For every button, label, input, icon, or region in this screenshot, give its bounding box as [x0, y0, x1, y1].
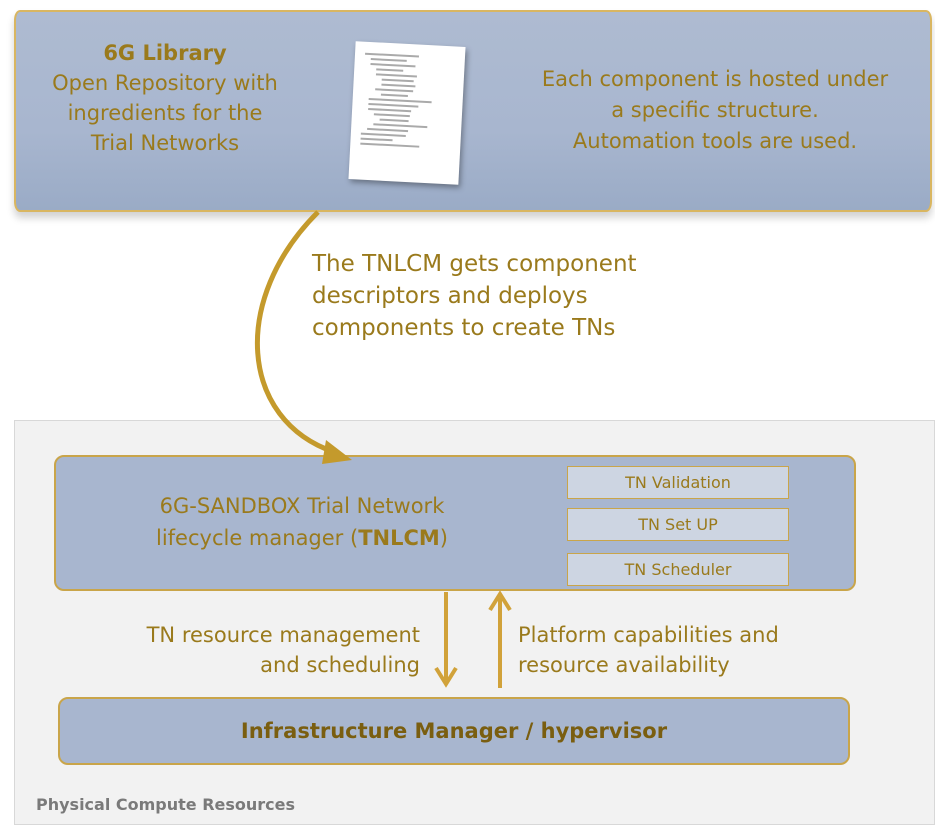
infrastructure-manager-box: Infrastructure Manager / hypervisor [58, 697, 850, 765]
tn-scheduler-module: TN Scheduler [567, 553, 789, 586]
caption-line: descriptors and deploys [312, 283, 588, 309]
library-title: 6G Library [103, 41, 227, 65]
library-subtitle-line: ingredients for the [67, 101, 263, 125]
tnlcm-caption: The TNLCM gets component descriptors and… [312, 248, 772, 344]
tn-validation-module: TN Validation [567, 466, 789, 499]
flow-label-line: Platform capabilities and [518, 623, 779, 647]
library-subtitle-line: Trial Networks [90, 131, 240, 155]
physical-compute-label: Physical Compute Resources [36, 795, 296, 814]
library-subtitle-line: Open Repository with [52, 71, 278, 95]
tn-setup-module: TN Set UP [567, 508, 789, 541]
library-banner [14, 10, 932, 212]
flow-label-line: TN resource management [146, 623, 420, 647]
library-description-line: Automation tools are used. [572, 129, 858, 153]
platform-capabilities-label: Platform capabilities and resource avail… [518, 620, 898, 680]
flow-label-line: resource availability [518, 653, 730, 677]
library-description-line: a specific structure. [611, 98, 819, 122]
library-description-right: Each component is hosted under a specifi… [500, 64, 930, 157]
tnlcm-title-line2: lifecycle manager (TNLCM) [156, 526, 448, 550]
tnlcm-title-line1: 6G-SANDBOX Trial Network [159, 494, 445, 518]
library-description-left: 6G Library Open Repository with ingredie… [30, 38, 300, 158]
caption-line: The TNLCM gets component [312, 251, 637, 277]
flow-label-line: and scheduling [260, 653, 420, 677]
resource-management-label: TN resource management and scheduling [70, 620, 420, 680]
tnlcm-title: 6G-SANDBOX Trial Network lifecycle manag… [72, 490, 532, 554]
document-tree-icon [348, 41, 466, 185]
library-description-line: Each component is hosted under [541, 67, 889, 91]
caption-line: components to create TNs [312, 315, 616, 341]
